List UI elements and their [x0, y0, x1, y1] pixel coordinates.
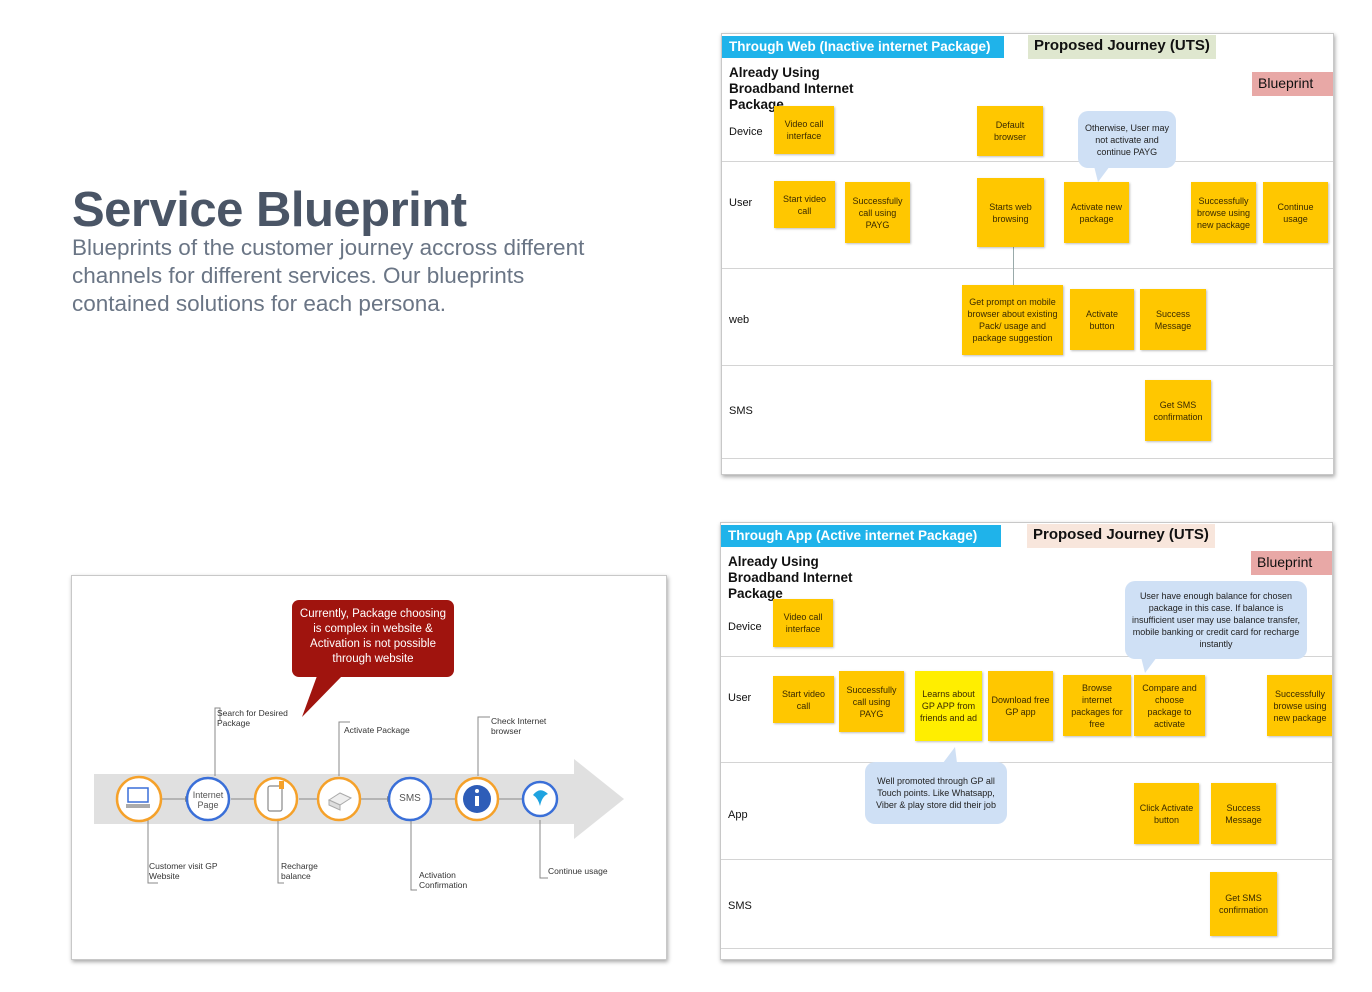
sticky-activate-new-package: Activate new package — [1064, 182, 1129, 243]
label-recharge-balance: Recharge balance — [281, 861, 318, 881]
blueprint-tag: Blueprint — [1251, 551, 1332, 575]
blueprint-tag: Blueprint — [1252, 72, 1333, 96]
sticky-successfully-browse-new: Successfully browse using new package — [1267, 675, 1332, 736]
sticky-success-message: Success Message — [1140, 289, 1206, 350]
bubble-balance-note: User have enough balance for chosen pack… — [1125, 581, 1307, 659]
current-journey-card: Currently, Package choosing is complex i… — [71, 575, 667, 960]
page-title: Service Blueprint — [72, 183, 467, 237]
lane-label-web: web — [729, 314, 750, 326]
sticky-get-sms-confirmation: Get SMS confirmation — [1145, 380, 1211, 441]
sticky-video-call-interface: Video call interface — [773, 599, 833, 647]
node-sms-icon — [387, 776, 433, 822]
sticky-compare-choose-package: Compare and choose package to activate — [1134, 675, 1205, 736]
sticky-browse-internet-packages: Browse internet packages for free — [1063, 675, 1131, 736]
persona-label: Already Using Broadband Internet Package — [728, 554, 853, 601]
node-gp-logo-icon — [521, 780, 559, 818]
sticky-click-activate-button: Click Activate button — [1134, 783, 1199, 844]
persona-label: Already Using Broadband Internet Package — [729, 65, 854, 112]
node-browser-info-icon — [454, 776, 500, 822]
journey-diagram — [94, 676, 624, 891]
lane-divider — [722, 365, 1333, 366]
node-label-sms: SMS — [399, 793, 421, 804]
lane-divider — [721, 656, 1332, 657]
sticky-start-video-call: Start video call — [774, 181, 835, 228]
journey-header: Proposed Journey (UTS) — [1027, 524, 1215, 548]
bubble-continue-payg: Otherwise, User may not activate and con… — [1078, 111, 1176, 168]
lane-divider — [722, 268, 1333, 269]
lane-divider — [722, 161, 1333, 162]
node-internet-page-icon — [185, 776, 231, 822]
sticky-continue-usage: Continue usage — [1263, 182, 1328, 243]
current-issue-callout: Currently, Package choosing is complex i… — [292, 600, 454, 677]
lane-label-sms: SMS — [729, 405, 753, 417]
sticky-video-call-interface: Video call interface — [774, 106, 834, 154]
node-website-computer-icon — [115, 775, 163, 823]
bubble-tail — [1094, 166, 1110, 182]
sticky-get-prompt: Get prompt on mobile browser about exist… — [962, 285, 1063, 355]
lane-divider — [721, 762, 1332, 763]
sticky-learns-about-gp-app: Learns about GP APP from friends and ad — [915, 671, 982, 741]
lane-divider — [722, 458, 1333, 459]
sticky-successfully-call-payg: Successfully call using PAYG — [839, 671, 904, 732]
label-customer-visit: Customer visit GP Website — [149, 861, 218, 881]
lane-label-device: Device — [729, 126, 763, 138]
sticky-successfully-call-payg: Successfully call using PAYG — [845, 182, 910, 243]
node-package-box-icon — [316, 776, 362, 822]
bubble-promoted: Well promoted through GP all Touch point… — [865, 762, 1007, 824]
web-blueprint-card: Through Web (Inactive internet Package) … — [721, 33, 1334, 475]
sticky-activate-button: Activate button — [1070, 289, 1134, 350]
node-label-internet-page: Internet Page — [192, 790, 224, 810]
label-continue-usage: Continue usage — [548, 866, 608, 876]
lane-label-app: App — [728, 809, 748, 821]
node-recharge-phone-icon — [253, 776, 299, 822]
label-activate-package: Activate Package — [344, 725, 410, 735]
page-subtitle: Blueprints of the customer journey accro… — [72, 235, 585, 316]
lane-divider — [721, 859, 1332, 860]
sticky-start-video-call: Start video call — [773, 676, 834, 723]
journey-header: Proposed Journey (UTS) — [1028, 35, 1216, 59]
channel-header: Through Web (Inactive internet Package) — [722, 36, 1004, 58]
sticky-default-browser: Default browser — [977, 106, 1043, 156]
lane-label-user: User — [729, 197, 753, 209]
label-search-package: Search for Desired Package — [217, 708, 288, 728]
callout-tail — [302, 676, 342, 717]
lane-label-device: Device — [728, 621, 762, 633]
app-blueprint-card: Through App (Active internet Package) Pr… — [720, 522, 1333, 960]
bubble-tail — [1141, 657, 1157, 673]
sticky-success-message: Success Message — [1211, 783, 1276, 844]
channel-header: Through App (Active internet Package) — [721, 525, 1001, 547]
label-activation-confirmation: Activation Confirmation — [419, 870, 468, 890]
sticky-starts-web-browsing: Starts web browsing — [977, 178, 1044, 247]
lane-label-user: User — [728, 692, 752, 704]
lane-label-sms: SMS — [728, 900, 752, 912]
label-check-internet-browser: Check Internet browser — [491, 716, 547, 736]
sticky-get-sms-confirmation: Get SMS confirmation — [1210, 872, 1277, 936]
sticky-download-free-gp-app: Download free GP app — [988, 671, 1053, 741]
sticky-successfully-browse-new: Successfully browse using new package — [1191, 182, 1256, 243]
bubble-tail — [943, 747, 957, 763]
connector-line — [1013, 246, 1014, 286]
lane-divider — [721, 948, 1332, 949]
